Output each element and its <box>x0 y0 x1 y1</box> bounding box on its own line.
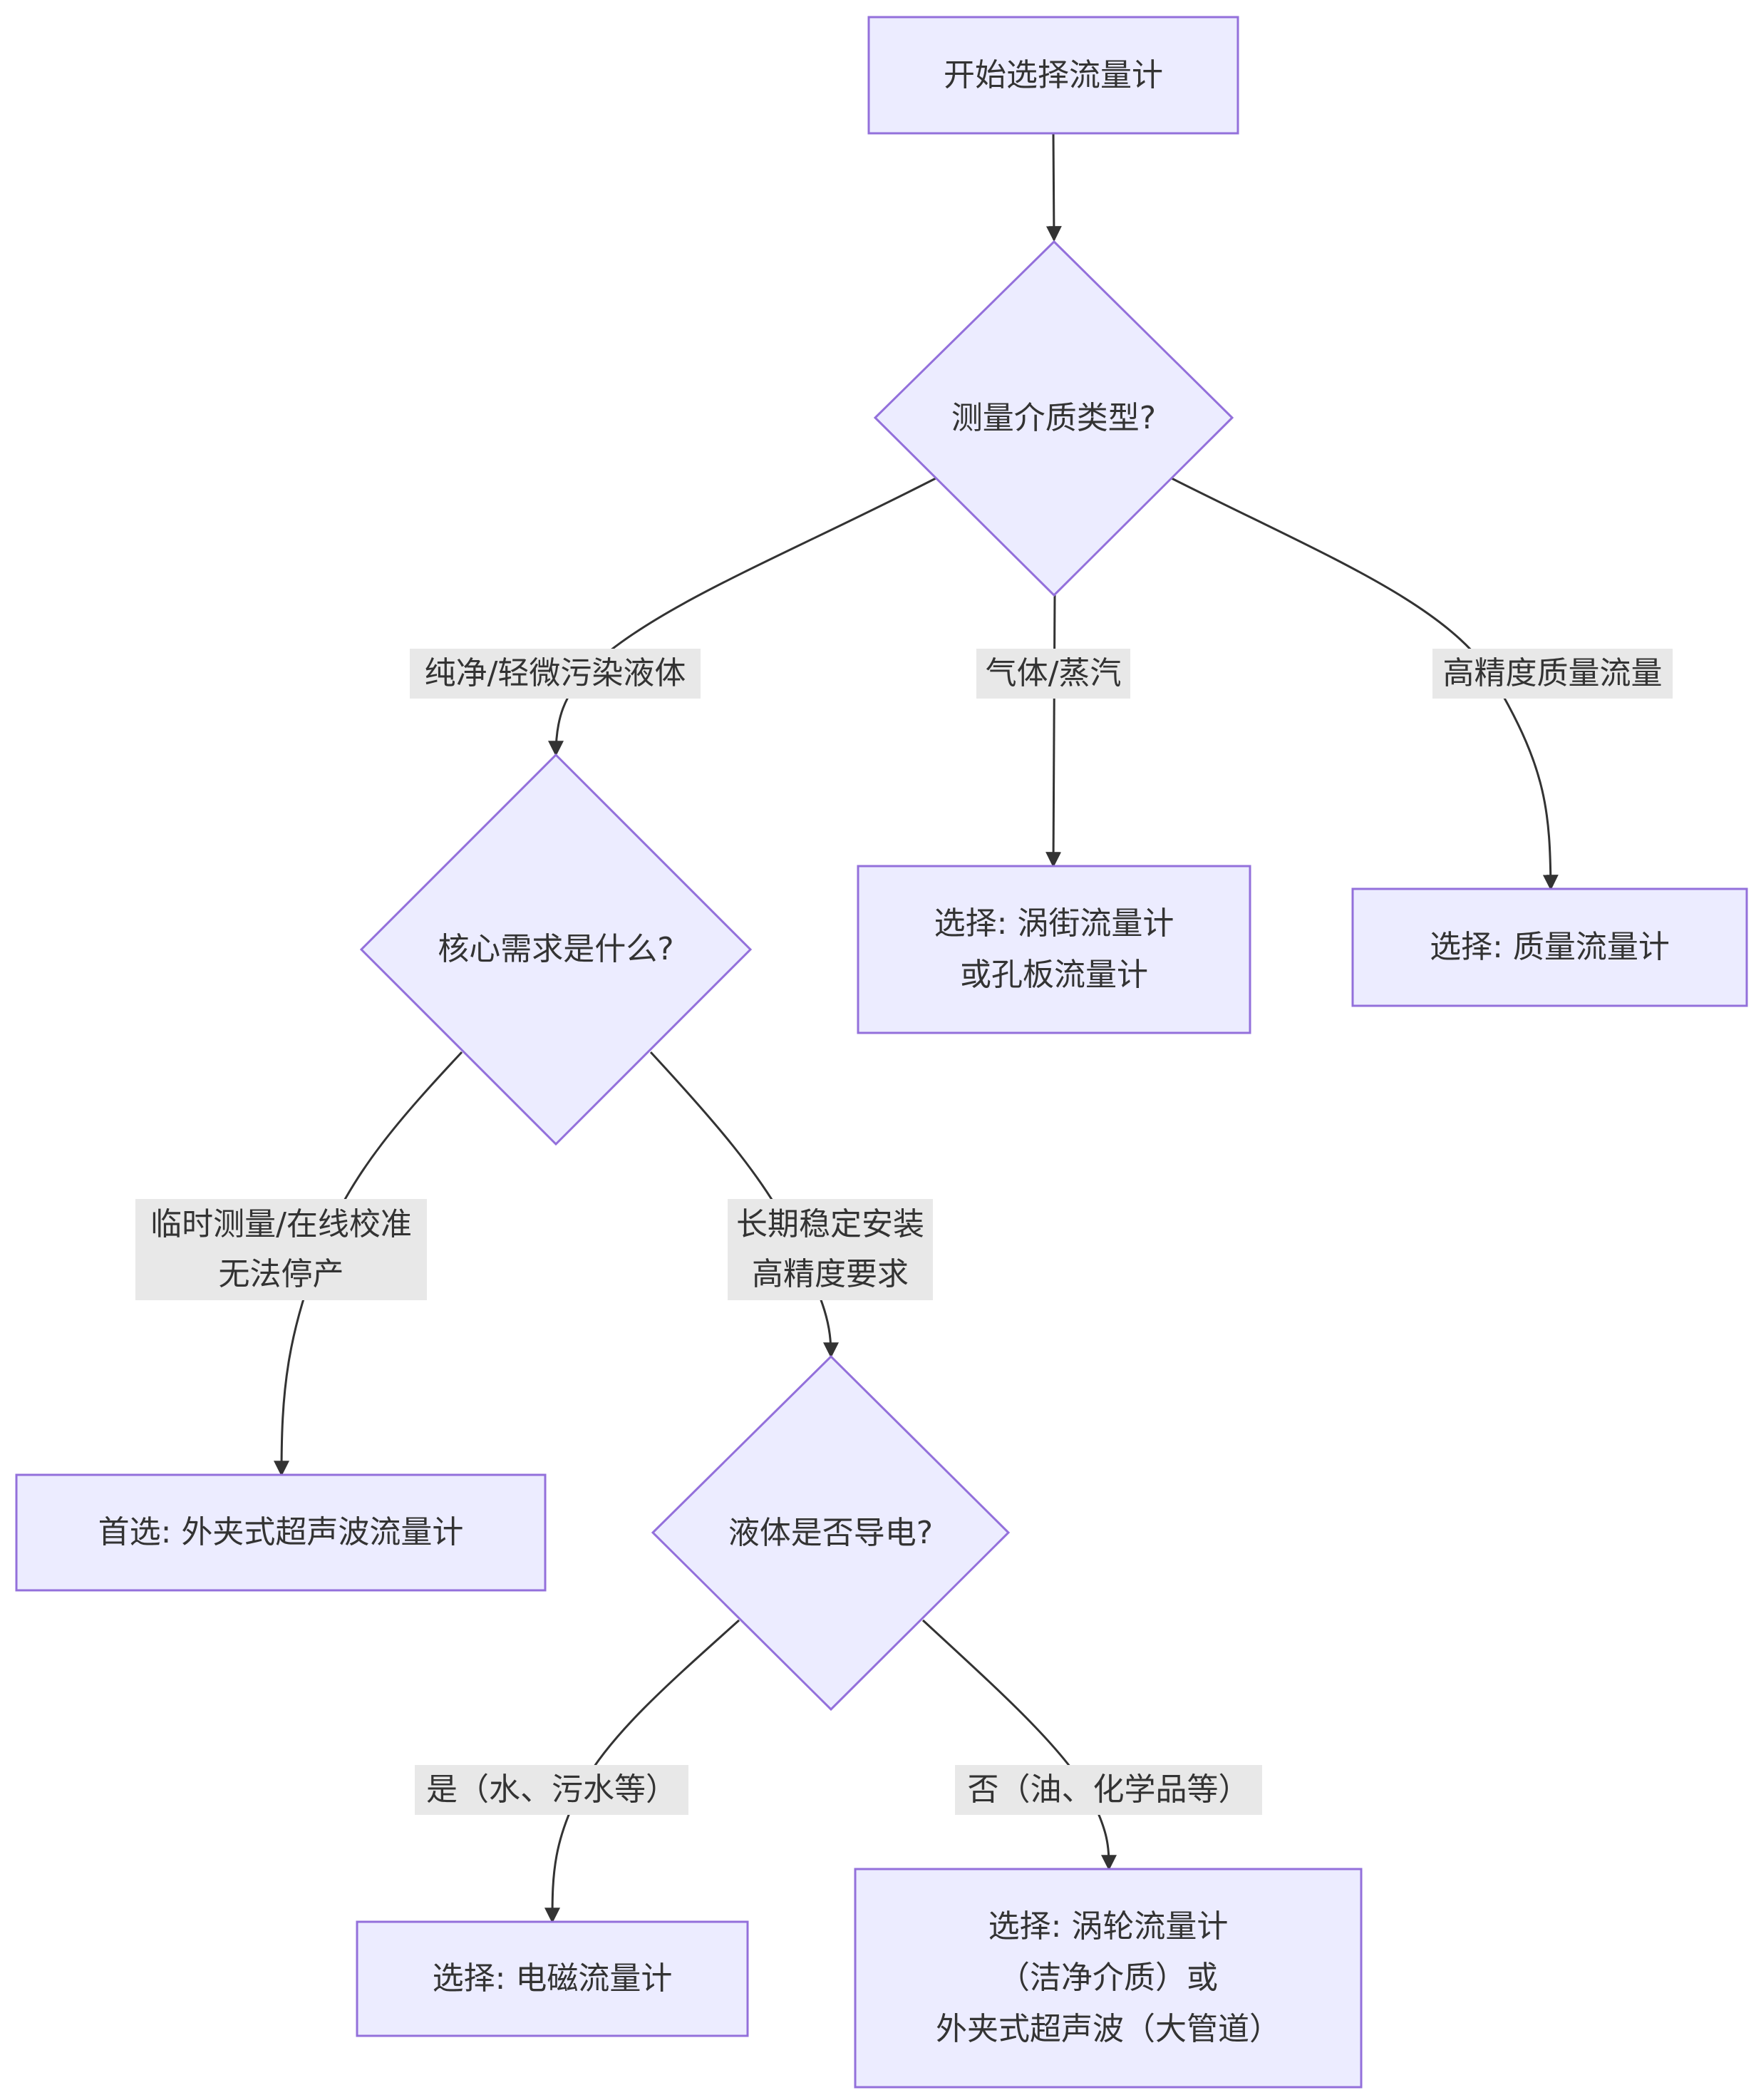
edge-label-yes: 是（水、污水等） <box>415 1765 688 1815</box>
node-start-shape <box>867 16 1239 135</box>
edge-label-temporary-text-2: 无法停产 <box>218 1256 344 1292</box>
edge-label-mass-text: 高精度质量流量 <box>1442 655 1663 691</box>
node-turbine[interactable]: 选择: 涡轮流量计 （洁净介质）或 外夹式超声波（大管道） <box>855 1869 1361 2087</box>
edge-label-mass: 高精度质量流量 <box>1432 649 1673 699</box>
node-start[interactable]: 开始选择流量计 <box>869 17 1238 133</box>
edge-label-gas: 气体/蒸汽 <box>976 649 1130 699</box>
edge-label-longterm: 长期稳定安装 高精度要求 <box>728 1199 933 1300</box>
node-vortex-text-2: 或孔板流量计 <box>960 957 1148 993</box>
node-em-text: 选择: 电磁流量计 <box>432 1960 673 1997</box>
edge-label-yes-text: 是（水、污水等） <box>426 1771 677 1808</box>
node-mass[interactable]: 选择: 质量流量计 <box>1353 889 1747 1006</box>
node-turbine-shape <box>854 1868 1363 2089</box>
node-em-shape <box>356 1920 749 2037</box>
node-conductive-shape <box>651 1354 1011 1712</box>
node-need[interactable]: 核心需求是什么? <box>361 755 750 1144</box>
edge-label-liquid-text: 纯净/轻微污染液体 <box>424 655 686 691</box>
node-conductive[interactable]: 液体是否导电? <box>653 1357 1008 1709</box>
edge-medium-to-vortex <box>1045 595 1062 868</box>
node-clampon[interactable]: 首选: 外夹式超声波流量计 <box>16 1475 545 1590</box>
edge-label-longterm-text-2: 高精度要求 <box>752 1256 909 1292</box>
node-turbine-text-3: 外夹式超声波（大管道） <box>936 2011 1281 2047</box>
node-medium-shape <box>873 240 1234 597</box>
edge-label-liquid: 纯净/轻微污染液体 <box>410 649 701 699</box>
edge-label-temporary: 临时测量/在线校准 无法停产 <box>135 1199 427 1300</box>
node-need-text: 核心需求是什么? <box>438 931 674 967</box>
edge-medium-to-need <box>548 477 936 757</box>
node-start-text: 开始选择流量计 <box>944 56 1163 93</box>
edge-label-gas-text: 气体/蒸汽 <box>985 655 1122 691</box>
edge-label-no-text: 否（油、化学品等） <box>967 1771 1250 1808</box>
node-turbine-text-2: （洁净介质）或 <box>998 1960 1218 1996</box>
edge-start-to-medium <box>1045 133 1062 242</box>
node-clampon-text: 首选: 外夹式超声波流量计 <box>98 1514 464 1550</box>
edge-label-temporary-text-1: 临时测量/在线校准 <box>150 1206 412 1242</box>
node-medium-text: 测量介质类型? <box>951 400 1157 436</box>
node-clampon-shape <box>15 1473 547 1592</box>
node-em[interactable]: 选择: 电磁流量计 <box>357 1922 748 2036</box>
node-medium[interactable]: 测量介质类型? <box>875 242 1232 595</box>
nodes <box>15 16 1748 2089</box>
node-need-shape <box>359 753 753 1146</box>
node-turbine-text-1: 选择: 涡轮流量计 <box>988 1908 1229 1945</box>
edge-label-no: 否（油、化学品等） <box>955 1765 1262 1815</box>
node-vortex-shape <box>857 865 1251 1034</box>
edge-label-longterm-text-1: 长期稳定安装 <box>736 1206 924 1242</box>
node-conductive-text: 液体是否导电? <box>728 1514 934 1551</box>
node-vortex-text-1: 选择: 涡街流量计 <box>934 905 1174 942</box>
node-mass-text: 选择: 质量流量计 <box>1430 929 1670 965</box>
node-vortex[interactable]: 选择: 涡街流量计 或孔板流量计 <box>858 866 1250 1033</box>
node-mass-shape <box>1351 887 1748 1007</box>
